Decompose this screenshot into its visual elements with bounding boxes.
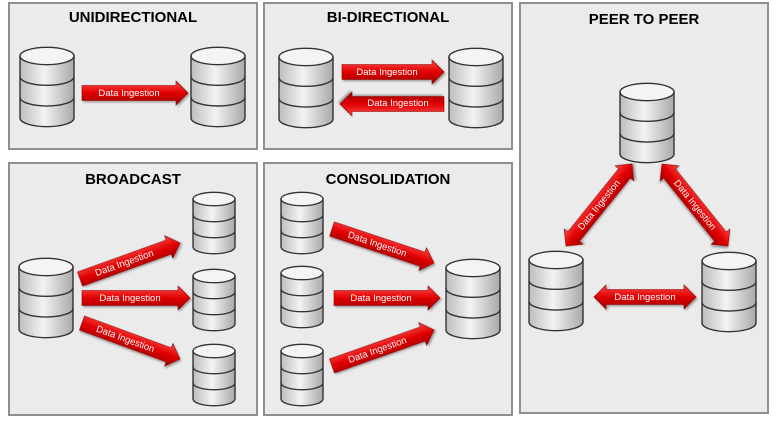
arrow-icon: Data Ingestion — [81, 80, 189, 106]
panel-title: PEER TO PEER — [589, 11, 700, 28]
arrow-label: Data Ingestion — [614, 292, 675, 303]
database-icon — [280, 343, 324, 407]
double-arrow-icon: Data Ingestion — [593, 284, 697, 310]
database-icon — [192, 191, 236, 255]
panel-title: UNIDIRECTIONAL — [69, 9, 197, 26]
panel-peer-to-peer: PEER TO PEER — [519, 2, 769, 414]
database-icon — [278, 47, 334, 129]
database-icon — [18, 257, 74, 339]
database-icon — [19, 46, 75, 128]
databases-layer — [18, 46, 757, 407]
panel-title: CONSOLIDATION — [326, 171, 451, 188]
arrow-label: Data Ingestion — [350, 293, 411, 304]
arrow-icon: Data Ingestion — [339, 91, 445, 117]
panel-title: BI-DIRECTIONAL — [327, 9, 450, 26]
arrow-label: Data Ingestion — [367, 98, 428, 109]
database-icon — [701, 251, 757, 333]
arrow-label: Data Ingestion — [99, 293, 160, 304]
arrow-icon: Data Ingestion — [333, 285, 441, 311]
arrow-label: Data Ingestion — [356, 67, 417, 78]
panel-title: BROADCAST — [85, 171, 181, 188]
database-icon — [280, 191, 324, 255]
database-icon — [619, 82, 675, 164]
arrow-icon: Data Ingestion — [341, 59, 445, 85]
database-icon — [280, 265, 324, 329]
arrow-icon: Data Ingestion — [81, 285, 191, 311]
database-icon — [192, 268, 236, 332]
database-icon — [192, 343, 236, 407]
database-icon — [448, 47, 504, 129]
database-icon — [445, 258, 501, 340]
database-icon — [528, 250, 584, 332]
arrow-label: Data Ingestion — [98, 88, 159, 99]
database-icon — [190, 46, 246, 128]
